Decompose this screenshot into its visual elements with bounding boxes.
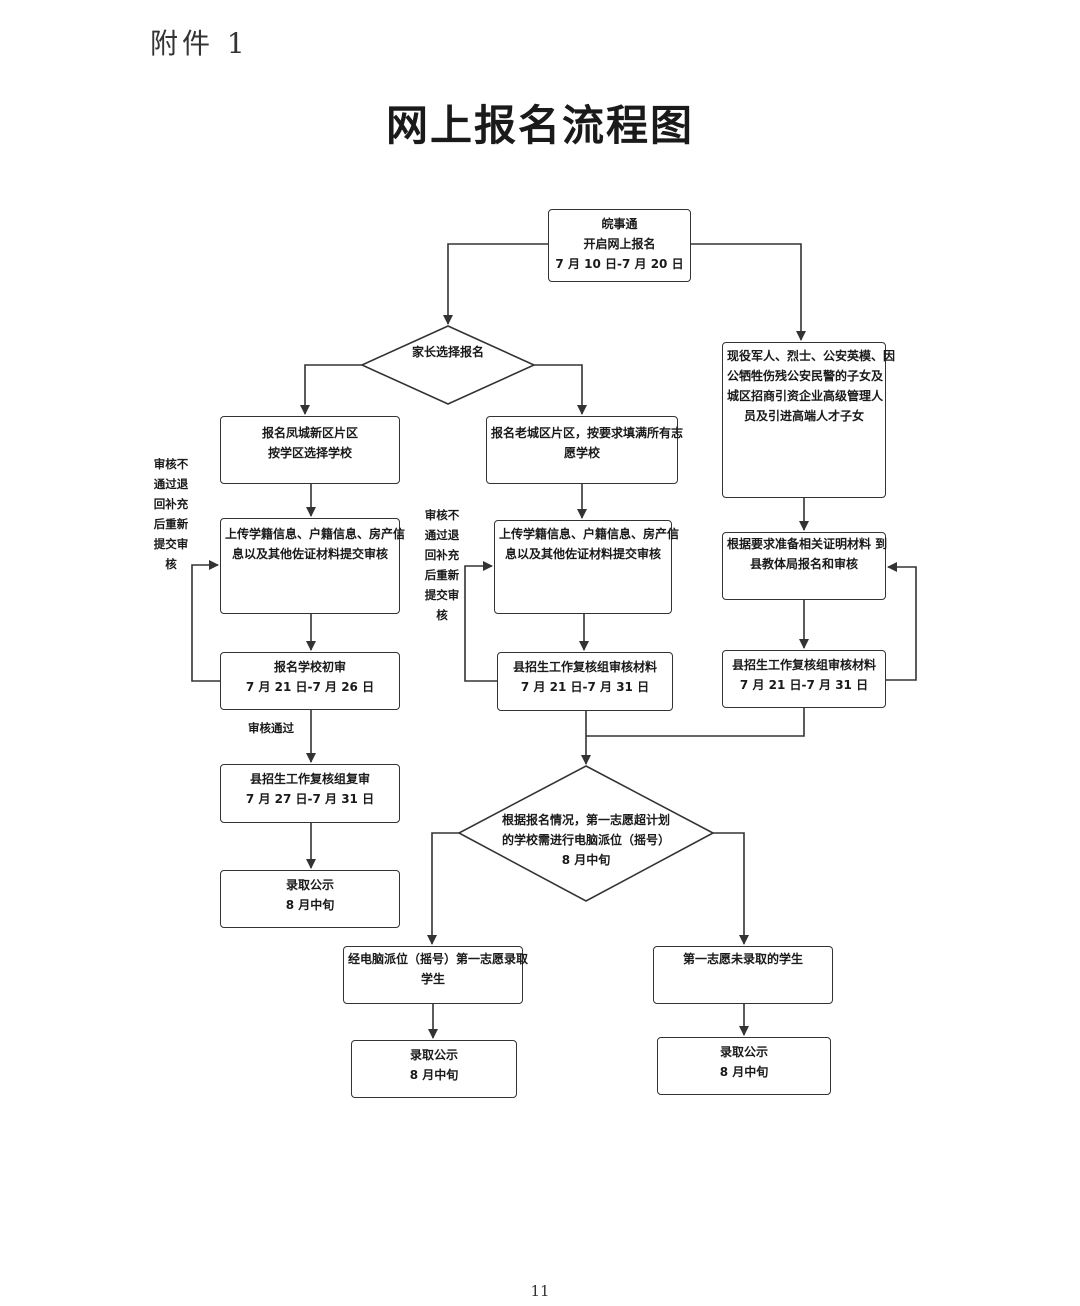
page-number: 11 xyxy=(530,1282,550,1300)
special-prepare-box: 根据要求准备相关证明材料 到 县教体局报名和审核 xyxy=(722,532,888,600)
node-line: 报名学校初审 xyxy=(273,660,346,674)
node-line: 8 月中旬 xyxy=(719,1065,769,1079)
node-line: 7 月 21 日-7 月 31 日 xyxy=(520,680,650,694)
parent-choice-diamond xyxy=(360,325,536,405)
node-line: 愿学校 xyxy=(563,446,600,460)
review-pass-note: 审核通过 xyxy=(240,718,302,738)
node-line: 报名凤城新区片区 xyxy=(261,426,358,440)
review-fail-note-left: 审核不 通过退 回补充 后重新 提交审 核 xyxy=(146,454,196,574)
note-line: 后重新 xyxy=(153,517,189,531)
lottery-label: 根据报名情况，第一志愿超计划 的学校需进行电脑派位（摇号） 8 月中旬 xyxy=(486,810,686,870)
fengcheng-second-review-box: 县招生工作复核组复审 7 月 27 日-7 月 31 日 xyxy=(220,764,400,823)
node-line: 息以及其他佐证材料提交审核 xyxy=(504,547,661,561)
node-line: 县教体局报名和审核 xyxy=(749,557,858,571)
note-line: 提交审 xyxy=(153,537,189,551)
node-line: 现役军人、烈士、公安英模、因 xyxy=(727,349,896,363)
old-city-review-box: 县招生工作复核组审核材料 7 月 21 日-7 月 31 日 xyxy=(497,652,673,711)
node-line: 7 月 21 日-7 月 26 日 xyxy=(245,680,375,694)
fengcheng-publish-box: 录取公示 8 月中旬 xyxy=(220,870,400,928)
old-city-upload-box: 上传学籍信息、户籍信息、房产信 息以及其他佐证材料提交审核 xyxy=(494,520,680,614)
node-line: 县招生工作复核组审核材料 xyxy=(512,660,657,674)
node-line: 家长选择报名 xyxy=(411,345,484,359)
special-review-box: 县招生工作复核组审核材料 7 月 21 日-7 月 31 日 xyxy=(722,650,886,708)
node-line: 录取公示 xyxy=(719,1045,768,1059)
node-line: 县招生工作复核组复审 xyxy=(249,772,370,786)
node-line: 开启网上报名 xyxy=(583,237,656,251)
node-line: 录取公示 xyxy=(409,1048,458,1062)
node-line: 根据要求准备相关证明材料 到 xyxy=(727,537,888,551)
old-city-signup-box: 报名老城区片区，按要求填满所有志 愿学校 xyxy=(486,416,684,484)
not-admitted-publish-box: 录取公示 8 月中旬 xyxy=(657,1037,831,1095)
node-line: 7 月 21 日-7 月 31 日 xyxy=(739,678,869,692)
node-line: 县招生工作复核组审核材料 xyxy=(731,658,876,672)
node-line: 7 月 27 日-7 月 31 日 xyxy=(245,792,375,806)
fengcheng-upload-box: 上传学籍信息、户籍信息、房产信 息以及其他佐证材料提交审核 xyxy=(220,518,406,614)
node-line: 8 月中旬 xyxy=(561,853,611,867)
start-online-registration-box: 皖事通 开启网上报名 7 月 10 日-7 月 20 日 xyxy=(548,209,691,282)
node-line: 员及引进高端人才子女 xyxy=(743,409,864,423)
note-line: 后重新 xyxy=(424,568,460,582)
note-line: 回补充 xyxy=(424,548,460,562)
node-line: 上传学籍信息、户籍信息、房产信 xyxy=(225,527,406,541)
review-fail-note-middle: 审核不 通过退 回补充 后重新 提交审 核 xyxy=(417,505,467,625)
node-line: 上传学籍信息、户籍信息、房产信 xyxy=(499,527,680,541)
node-line: 经电脑派位（摇号）第一志愿录取 xyxy=(348,952,529,966)
lottery-admitted-box: 经电脑派位（摇号）第一志愿录取 学生 xyxy=(343,946,529,1004)
node-line: 的学校需进行电脑派位（摇号） xyxy=(501,833,670,847)
note-line: 审核通过 xyxy=(248,721,294,735)
node-line: 城区招商引资企业高级管理人 xyxy=(727,389,884,403)
node-line: 息以及其他佐证材料提交审核 xyxy=(231,547,388,561)
node-line: 按学区选择学校 xyxy=(267,446,352,460)
note-line: 回补充 xyxy=(153,497,189,511)
note-line: 通过退 xyxy=(424,528,460,542)
node-line: 学生 xyxy=(420,972,445,986)
fengcheng-first-review-box: 报名学校初审 7 月 21 日-7 月 26 日 xyxy=(220,652,400,710)
node-line: 第一志愿未录取的学生 xyxy=(682,952,803,966)
node-line: 8 月中旬 xyxy=(285,898,335,912)
node-line: 7 月 10 日-7 月 20 日 xyxy=(555,257,684,271)
attachment-label: 附件 1 xyxy=(150,27,249,60)
note-line: 核 xyxy=(165,557,177,571)
admitted-publish-box: 录取公示 8 月中旬 xyxy=(351,1040,517,1098)
note-line: 提交审 xyxy=(424,588,460,602)
fengcheng-signup-box: 报名凤城新区片区 按学区选择学校 xyxy=(220,416,400,484)
node-line: 8 月中旬 xyxy=(409,1068,459,1082)
note-line: 通过退 xyxy=(153,477,189,491)
node-line: 皖事通 xyxy=(601,217,638,231)
note-line: 审核不 xyxy=(424,508,460,522)
node-line: 录取公示 xyxy=(285,878,334,892)
note-line: 审核不 xyxy=(153,457,189,471)
page-title: 网上报名流程图 xyxy=(385,101,694,150)
special-groups-box: 现役军人、烈士、公安英模、因 公牺牲伤残公安民警的子女及 城区招商引资企业高级管… xyxy=(722,342,896,498)
note-line: 核 xyxy=(436,608,448,622)
node-line: 公牺牲伤残公安民警的子女及 xyxy=(727,369,884,383)
not-admitted-box: 第一志愿未录取的学生 xyxy=(653,946,833,1004)
node-line: 报名老城区片区，按要求填满所有志 xyxy=(491,426,684,440)
parent-choice-label: 家长选择报名 xyxy=(392,342,504,362)
lottery-diamond xyxy=(457,765,715,902)
node-line: 根据报名情况，第一志愿超计划 xyxy=(501,813,670,827)
